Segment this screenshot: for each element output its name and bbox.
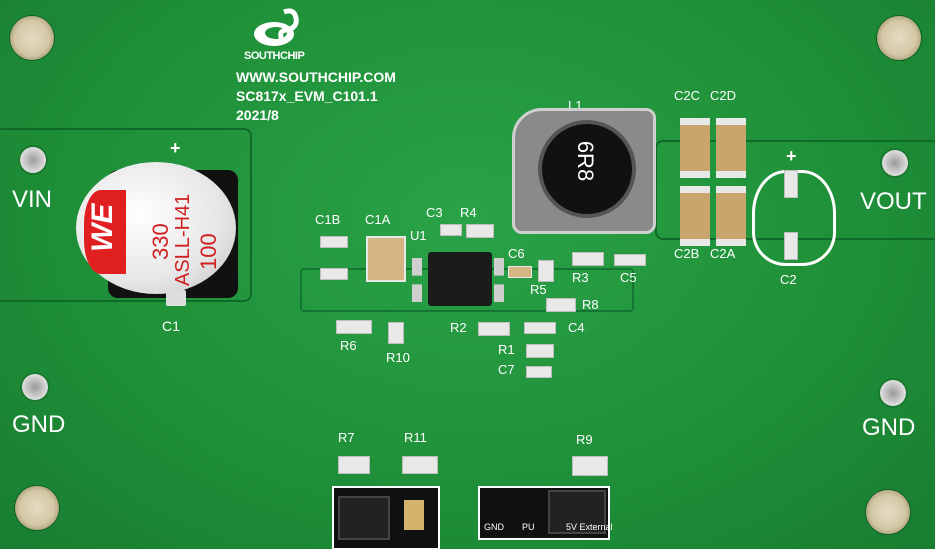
r6-label: R6 [340,338,357,353]
inductor-marking: 6R8 [573,140,599,182]
brand-url: WWW.SOUTHCHIP.COM [236,69,396,85]
c1b-pad-top [320,236,348,248]
c6-label: C6 [508,246,525,261]
c2a-label: C2A [710,246,736,261]
gnd-left-terminal-post [20,372,50,402]
l1-inductor-core [538,120,636,218]
c1-lead-pad [166,290,186,306]
c1-print-series: ASLL-H41 [172,193,194,286]
r8-pad [546,298,576,312]
c2c-label: C2C [674,88,701,103]
r1-pad [526,344,554,358]
c1-plus-mark: + [170,138,181,158]
r2-label: R2 [450,320,467,335]
vout-terminal-post [880,148,910,178]
r11-pad [402,456,438,474]
c1-print-value: 330 [148,223,173,260]
c4-pad [524,322,556,334]
c2d-label: C2D [710,88,737,103]
r10-label: R10 [386,350,410,365]
vin-terminal-post [18,145,48,175]
c5-pad [614,254,646,266]
c2-pad-top [784,170,798,198]
c7-label: C7 [498,362,515,377]
c1-red-stripe [84,190,126,274]
gnd-right-label: GND [862,414,916,441]
c6-capacitor [508,266,532,278]
mounting-hole-bottom-right [866,490,910,534]
c5-label: C5 [620,270,637,285]
r2-pad [478,322,510,336]
c1a-label: C1A [365,212,391,227]
c2-pad-bottom [784,232,798,260]
c1b-pad-bottom [320,268,348,280]
c3-label: C3 [426,205,443,220]
board-date: 2021/8 [236,107,279,123]
c2b-label: C2B [674,246,700,261]
r4-pad [466,224,494,238]
c2d-capacitor [716,118,746,178]
r6-pad [336,320,372,334]
r7-pad [338,456,370,474]
c1-print-brand: WE [86,203,119,252]
mounting-hole-top-left [10,16,54,60]
c2a-capacitor [716,186,746,246]
r3-pad [572,252,604,266]
u1-ic-body [428,252,492,306]
r10-pad [388,322,404,344]
mounting-hole-bottom-left [15,486,59,530]
jumper-pin-left [404,500,424,530]
vin-plane-outline [0,128,252,302]
c1-print-voltage: 100 [196,233,221,270]
c1-label: C1 [162,318,180,334]
jumper-shunt-right[interactable] [548,490,606,534]
r1-label: R1 [498,342,515,357]
c4-label: C4 [568,320,585,335]
r4-label: R4 [460,205,477,220]
c2b-capacitor [680,186,710,246]
header-ext-label: 5V External [566,522,613,532]
gnd-left-label: GND [12,411,66,438]
vout-label: VOUT [860,188,927,215]
r7-label: R7 [338,430,355,445]
c2-plus-mark: + [786,146,797,166]
r3-label: R3 [572,270,589,285]
southchip-logo-icon [254,8,299,46]
r9-pad [572,456,608,476]
r11-label: R11 [404,430,427,445]
u1-label: U1 [410,228,427,243]
c3-pad [440,224,462,236]
c7-pad [526,366,552,378]
u1-pins-left [412,258,428,302]
r5-pad [538,260,554,282]
jumper-shunt-left[interactable] [338,496,390,540]
c2-label: C2 [780,272,797,287]
c1a-capacitor [366,236,406,282]
r8-label: R8 [582,297,599,312]
c1b-label: C1B [315,212,341,227]
header-gnd-label: GND [484,522,504,532]
header-pu-label: PU [522,522,535,532]
gnd-right-terminal-post [878,378,908,408]
c2c-capacitor [680,118,710,178]
r5-label: R5 [530,282,547,297]
vin-label: VIN [12,186,53,213]
u1-pins-right [494,258,510,302]
brand-name: SOUTHCHIP [244,50,305,62]
board-id: SC817x_EVM_C101.1 [236,88,378,104]
r9-label: R9 [576,432,593,447]
mounting-hole-top-right [877,16,921,60]
